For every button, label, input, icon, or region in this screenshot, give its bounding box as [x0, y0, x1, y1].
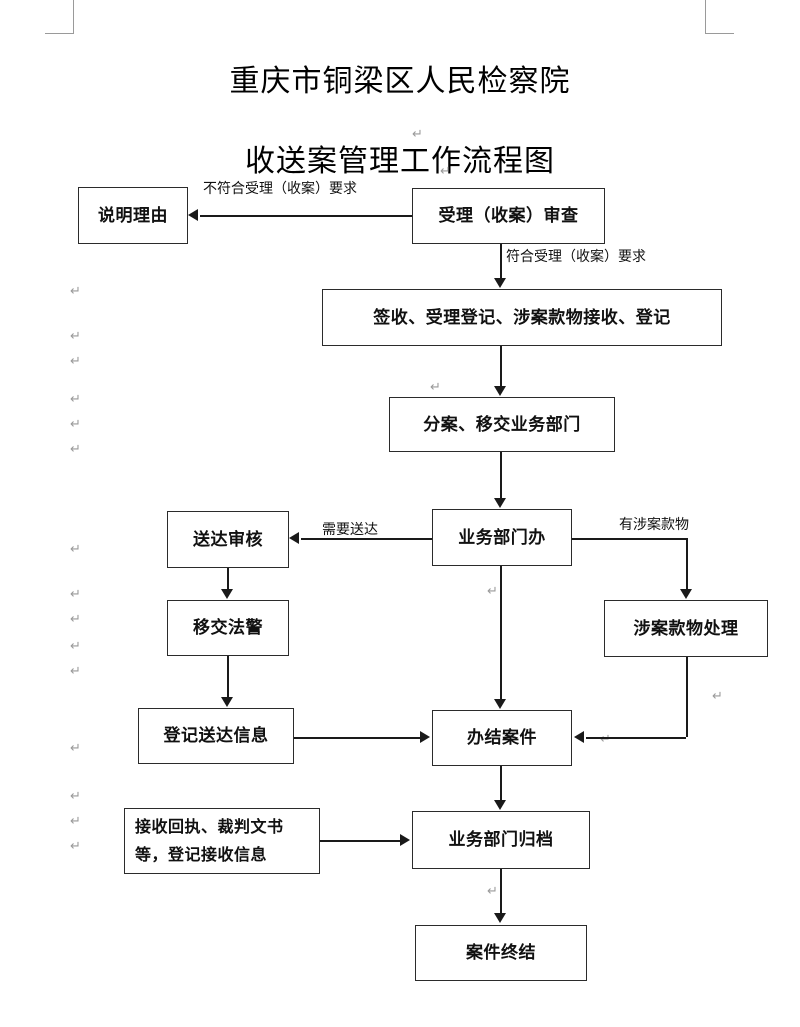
edge-line-archive-to-finish [500, 869, 502, 913]
flow-node-receipts[interactable]: 接收回执、裁判文书 等，登记接收信息 [124, 808, 320, 874]
paragraph-mark-icon: ↵ [70, 612, 81, 627]
arrow-head-to-property [680, 589, 692, 599]
paragraph-mark-icon: ↵ [70, 839, 81, 854]
flow-node-label: 业务部门办 [458, 527, 546, 548]
title-line-1: 重庆市铜梁区人民检察院 [229, 64, 571, 99]
paragraph-mark-icon: ↵ [712, 689, 723, 704]
paragraph-mark-icon: ↵ [487, 584, 498, 599]
flow-node-label: 业务部门归档 [448, 830, 554, 850]
edge-line-property-to-closed-h [586, 737, 686, 739]
arrow-head-log-to-closed [420, 731, 430, 743]
flow-node-label: 受理（收案）审查 [438, 206, 579, 226]
arrow-head-to-finish [494, 913, 506, 923]
flow-node-archive[interactable]: 业务部门归档 [412, 811, 590, 869]
edge-line-property-to-closed-v [686, 657, 688, 737]
edge-label-need-service: 需要送达 [322, 522, 378, 538]
edge-line-dept-to-closed [500, 566, 502, 699]
flow-node-dept-handle[interactable]: 业务部门办 [432, 509, 572, 566]
paragraph-mark-icon: ↵ [70, 392, 81, 407]
arrow-head-property-to-closed [574, 731, 584, 743]
arrow-head-to-bailiff [221, 589, 233, 599]
paragraph-mark-icon: ↵ [70, 417, 81, 432]
paragraph-mark-icon: ↵ [70, 284, 81, 299]
edge-line-dept-to-property-v [686, 538, 688, 589]
flow-node-assign[interactable]: 分案、移交业务部门 [389, 397, 615, 452]
edge-label-has-property: 有涉案款物 [619, 517, 689, 533]
page-title: 重庆市铜梁区人民检察院 收送案管理工作流程图 [0, 22, 800, 222]
arrow-head-to-register [494, 278, 506, 288]
paragraph-mark-icon: ↵ [600, 732, 611, 747]
flow-node-register[interactable]: 签收、受理登记、涉案款物接收、登记 [322, 289, 722, 346]
paragraph-mark-icon: ↵ [430, 380, 441, 395]
flow-node-label: 案件终结 [466, 943, 536, 963]
flow-node-label: 登记送达信息 [163, 726, 269, 746]
edge-line-closed-to-archive [500, 766, 502, 800]
edge-line-log-to-closed [294, 737, 420, 739]
crop-mark-top-left [45, 0, 74, 34]
arrow-head-dept-to-closed [494, 699, 506, 709]
edge-line-dept-to-property-h [572, 538, 687, 540]
flow-node-label: 涉案款物处理 [633, 618, 739, 639]
flow-node-bailiff[interactable]: 移交法警 [167, 600, 289, 656]
paragraph-mark-icon: ↵ [70, 354, 81, 369]
flow-node-finish[interactable]: 案件终结 [415, 925, 587, 981]
paragraph-mark-icon: ↵ [70, 587, 81, 602]
arrow-head-receipts-to-archive [400, 834, 410, 846]
flow-node-accept-review[interactable]: 受理（收案）审查 [412, 188, 605, 244]
flow-node-label: 说明理由 [98, 205, 168, 226]
arrow-head-to-service-review [289, 532, 299, 544]
edge-line-service-review-to-bailiff [227, 568, 229, 589]
edge-line-review-to-explain [200, 215, 412, 217]
edge-line-bailiff-to-log [227, 656, 229, 697]
arrow-head-to-assign [494, 386, 506, 396]
flow-node-label: 分案、移交业务部门 [423, 414, 581, 435]
flow-node-log-service[interactable]: 登记送达信息 [138, 708, 294, 764]
paragraph-mark-icon: ↵ [70, 741, 81, 756]
arrow-head-to-archive [494, 800, 506, 810]
flow-node-property[interactable]: 涉案款物处理 [604, 600, 768, 657]
paragraph-mark-icon: ↵ [70, 814, 81, 829]
edge-line-register-to-assign [500, 346, 502, 387]
paragraph-mark-icon: ↵ [70, 639, 81, 654]
flow-node-label: 接收回执、裁判文书 等，登记接收信息 [135, 817, 284, 864]
paragraph-mark-icon: ↵ [70, 789, 81, 804]
flow-node-label: 送达审核 [193, 529, 263, 550]
flow-node-explain[interactable]: 说明理由 [78, 187, 188, 244]
edge-line-receipts-to-archive [320, 840, 400, 842]
paragraph-mark-icon: ↵ [412, 127, 423, 142]
paragraph-mark-icon: ↵ [70, 442, 81, 457]
paragraph-mark-icon: ↵ [70, 664, 81, 679]
paragraph-mark-icon: ↵ [70, 329, 81, 344]
title-line-2: 收送案管理工作流程图 [245, 144, 555, 179]
paragraph-mark-icon: ↵ [440, 164, 451, 179]
edge-label-accept: 符合受理（收案）要求 [506, 249, 646, 265]
edge-label-reject: 不符合受理（收案）要求 [203, 181, 357, 197]
flow-node-case-closed[interactable]: 办结案件 [432, 710, 572, 766]
arrow-head-to-dept [494, 498, 506, 508]
crop-mark-top-right [705, 0, 734, 34]
arrow-head-to-log-service [221, 697, 233, 707]
flow-node-label: 移交法警 [193, 618, 263, 638]
paragraph-mark-icon: ↵ [70, 542, 81, 557]
flow-node-label: 签收、受理登记、涉案款物接收、登记 [373, 307, 671, 328]
edge-line-review-to-register [500, 244, 502, 279]
paragraph-mark-icon: ↵ [487, 884, 498, 899]
edge-line-dept-to-service-review [301, 538, 432, 540]
flow-node-service-review[interactable]: 送达审核 [167, 511, 289, 568]
arrow-head-to-explain [188, 209, 198, 221]
flow-node-label: 办结案件 [467, 728, 537, 748]
edge-line-assign-to-dept [500, 452, 502, 499]
